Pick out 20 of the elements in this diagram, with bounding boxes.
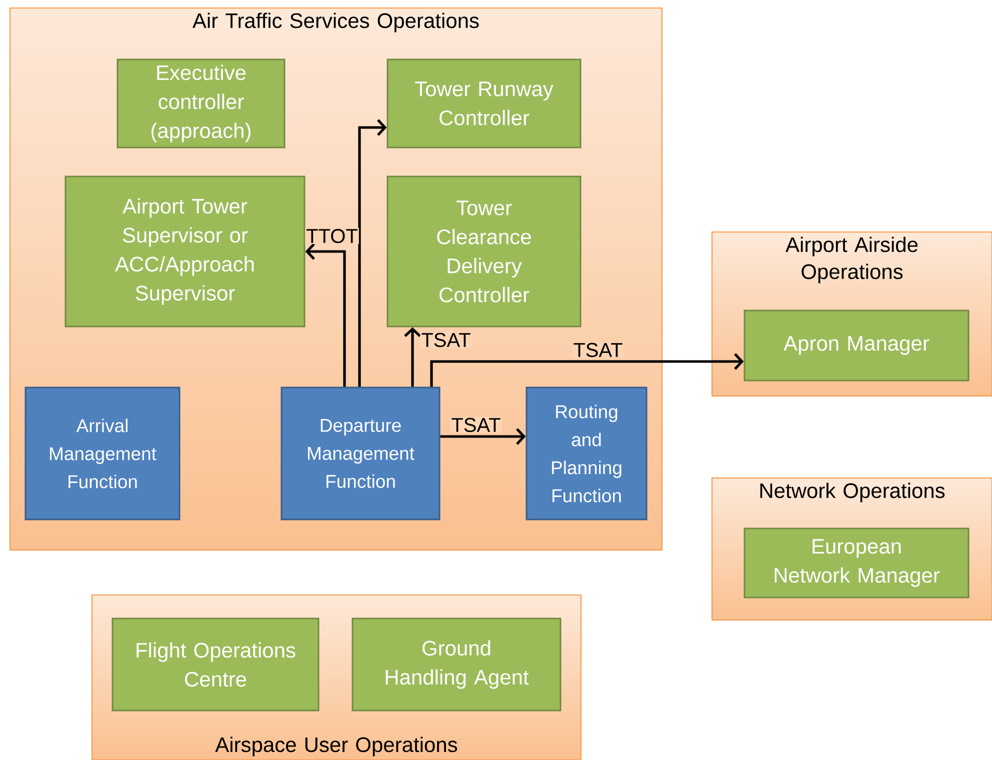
role-box: Airport Tower Supervisor or ACC/Approach Supervisor bbox=[64, 176, 306, 328]
arrow bbox=[404, 327, 421, 387]
role-box: Flight Operations Centre bbox=[112, 618, 320, 712]
role-box: European Network Manager bbox=[744, 528, 970, 598]
function-box: Routing and Planning Function bbox=[526, 386, 648, 520]
function-box: Arrival Management Function bbox=[24, 386, 180, 520]
function-box: Departure Management Function bbox=[280, 386, 440, 520]
edge-label: TSAT bbox=[572, 342, 624, 358]
role-box: Ground Handling Agent bbox=[352, 618, 562, 712]
arrow bbox=[305, 243, 346, 387]
role-box: Apron Manager bbox=[744, 310, 970, 382]
role-box: Tower Clearance Delivery Controller bbox=[386, 176, 582, 328]
edge-label: TTOT bbox=[305, 228, 359, 244]
edge-label: TSAT bbox=[420, 332, 472, 348]
edge-label: TSAT bbox=[450, 416, 502, 434]
arrow bbox=[430, 353, 744, 387]
role-box: Executive controller (approach) bbox=[116, 58, 286, 148]
role-box: Tower Runway Controller bbox=[386, 58, 582, 148]
arrow bbox=[358, 119, 387, 387]
arrow bbox=[440, 428, 526, 445]
